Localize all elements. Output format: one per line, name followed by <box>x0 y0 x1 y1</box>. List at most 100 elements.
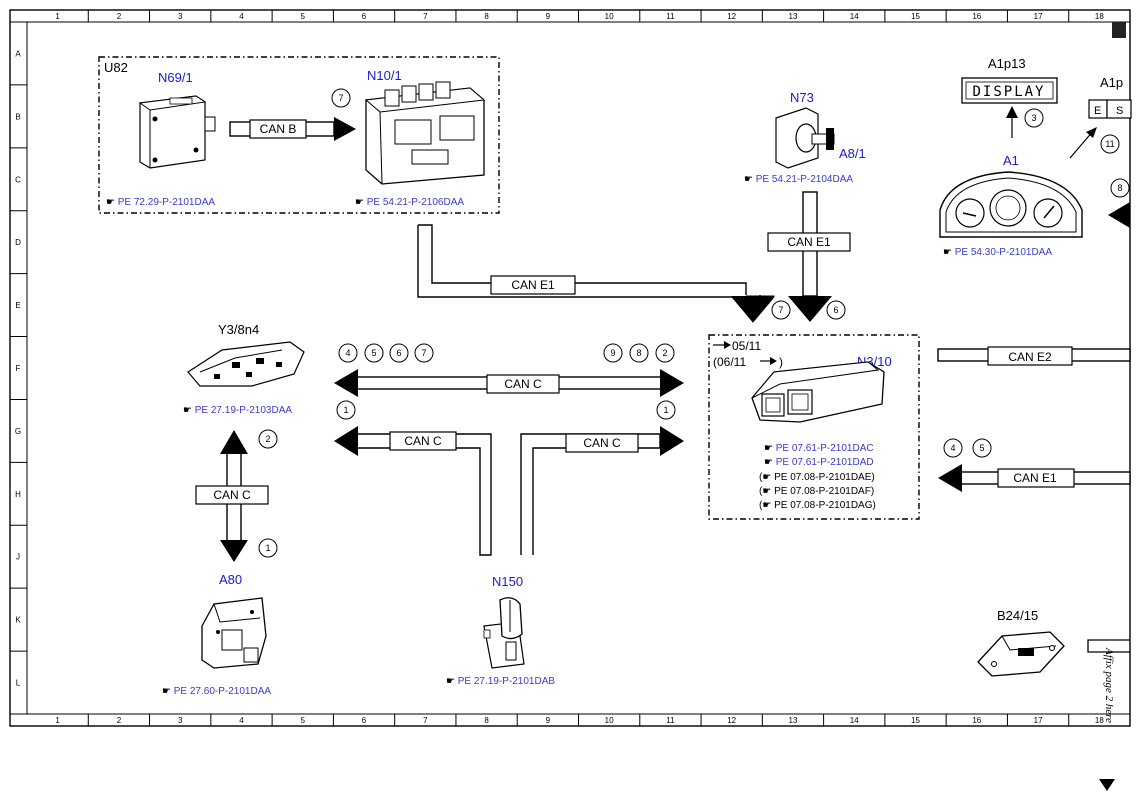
b24-15-connector <box>1087 639 1130 653</box>
book-icon: ☛ <box>762 472 774 483</box>
grid-column-label: 12 <box>727 716 736 725</box>
grid-column-label: 2 <box>117 12 122 21</box>
a1p13-arrow <box>1006 106 1018 138</box>
grid-column-label: 15 <box>911 12 920 21</box>
grid-column-label: 9 <box>546 12 551 21</box>
grid-column-label: 3 <box>178 12 183 21</box>
a1p13-display <box>961 77 1058 104</box>
grid-column-label: 15 <box>911 716 920 725</box>
book-icon: ☛ <box>764 457 776 468</box>
n150-label: N150 <box>492 574 523 589</box>
book-icon: ☛ <box>446 676 458 687</box>
book-icon: ☛ <box>183 405 195 416</box>
note-until-0611: (06/11 <box>713 355 746 369</box>
grid-column-label: 17 <box>1034 12 1043 21</box>
grid-column-label: 5 <box>301 716 306 725</box>
grid-column-label: 10 <box>605 716 614 725</box>
svg-text:7: 7 <box>338 93 343 103</box>
can-c-vert-link <box>195 430 269 562</box>
a1-instrument-cluster <box>939 171 1083 238</box>
n3-10-ref-3: (☛ PE 07.08-P-2101DAE) <box>759 472 875 483</box>
circle-marker: 7 <box>771 300 791 320</box>
grid-column-label: 14 <box>850 716 859 725</box>
can-c-right-label: CAN C <box>583 436 621 450</box>
can-c-main-link <box>334 369 684 397</box>
affix-arrow <box>1099 779 1115 791</box>
n73-ref: ☛ PE 54.21-P-2104DAA <box>744 174 853 185</box>
svg-text:9: 9 <box>610 348 615 358</box>
can-e1-n73-label: CAN E1 <box>787 235 831 249</box>
grid-column-label: 8 <box>484 12 489 21</box>
grid-row-label: D <box>15 238 21 247</box>
book-icon: ☛ <box>762 500 774 511</box>
n69-1-module <box>138 95 216 169</box>
grid-column-label: 5 <box>301 12 306 21</box>
grid-column-ticks: 1122334455667788991010111112121313141415… <box>55 10 1131 726</box>
circle-marker-group-e1: 4 5 <box>943 438 992 458</box>
n69-1-label: N69/1 <box>158 70 193 85</box>
n10-1-label: N10/1 <box>367 68 402 83</box>
n3-10-ref-1: ☛ PE 07.61-P-2101DAC <box>764 443 874 454</box>
y3-8n4-label: Y3/8n4 <box>218 322 259 337</box>
n73-label: N73 <box>790 90 814 105</box>
grid-row-label: F <box>16 364 21 373</box>
grid-column-label: 14 <box>850 12 859 21</box>
grid-column-label: 3 <box>178 716 183 725</box>
n69-1-ref: ☛ PE 72.29-P-2101DAA <box>106 197 215 208</box>
svg-text:11: 11 <box>1105 139 1114 149</box>
grid-column-label: 6 <box>362 12 367 21</box>
book-icon: ☛ <box>106 197 118 208</box>
note-from-arrow <box>713 341 731 349</box>
y3-8n4-ref: ☛ PE 27.19-P-2103DAA <box>183 405 292 416</box>
grid-column-label: 17 <box>1034 716 1043 725</box>
a1p-segment-e: E <box>1094 105 1101 117</box>
can-c-vert-label: CAN C <box>213 488 251 502</box>
book-icon: ☛ <box>355 197 367 208</box>
grid-row-label: E <box>15 301 20 310</box>
a1p13-label: A1p13 <box>988 56 1026 71</box>
n73-ignition-switch <box>775 107 835 169</box>
book-icon: ☛ <box>744 174 756 185</box>
grid-row-label: L <box>16 679 21 688</box>
a1p-arrow <box>1069 127 1097 159</box>
book-icon: ☛ <box>162 686 174 697</box>
svg-text:8: 8 <box>1117 183 1122 193</box>
note-until-arrow: ) <box>760 355 783 369</box>
svg-text:5: 5 <box>979 443 984 453</box>
grid-row-label: J <box>16 553 20 562</box>
n3-10-ref-2: ☛ PE 07.61-P-2101DAD <box>764 457 874 468</box>
svg-text:Affix page 2 here: Affix page 2 here <box>1103 647 1115 723</box>
circle-marker: 2 <box>258 429 278 449</box>
grid-column-label: 9 <box>546 716 551 725</box>
grid-column-label: 4 <box>239 12 244 21</box>
grid-column-label: 11 <box>666 12 675 21</box>
n10-1-ref: ☛ PE 54.21-P-2106DAA <box>355 197 464 208</box>
grid-column-label: 16 <box>972 12 981 21</box>
grid-column-label: 7 <box>423 12 428 21</box>
a1-label: A1 <box>1003 153 1019 168</box>
svg-text:1: 1 <box>343 405 348 415</box>
grid-row-label: K <box>15 616 21 625</box>
can-c-main-label: CAN C <box>504 377 542 391</box>
a1p13-display-text: DISPLAY <box>972 84 1045 100</box>
can-e2-link <box>937 346 1131 366</box>
n10-1-fuse-box <box>364 81 486 185</box>
n3-10-engine-ecu <box>751 361 885 423</box>
grid-column-label: 7 <box>423 716 428 725</box>
a80-label: A80 <box>219 572 242 587</box>
a1-ref: ☛ PE 54.30-P-2101DAA <box>943 247 1052 258</box>
svg-text:6: 6 <box>396 348 401 358</box>
svg-text:1: 1 <box>265 543 270 553</box>
grid-column-label: 2 <box>117 716 122 725</box>
svg-text:4: 4 <box>950 443 955 453</box>
a80-ref: ☛ PE 27.60-P-2101DAA <box>162 686 271 697</box>
circle-marker: 1 <box>258 538 278 558</box>
grid-row-label: A <box>15 49 21 58</box>
svg-text:7: 7 <box>778 305 783 315</box>
a8-1-label: A8/1 <box>839 146 866 161</box>
affix-note: Affix page 2 here <box>1103 647 1115 723</box>
svg-text:7: 7 <box>421 348 426 358</box>
svg-text:5: 5 <box>371 348 376 358</box>
book-icon: ☛ <box>764 443 776 454</box>
